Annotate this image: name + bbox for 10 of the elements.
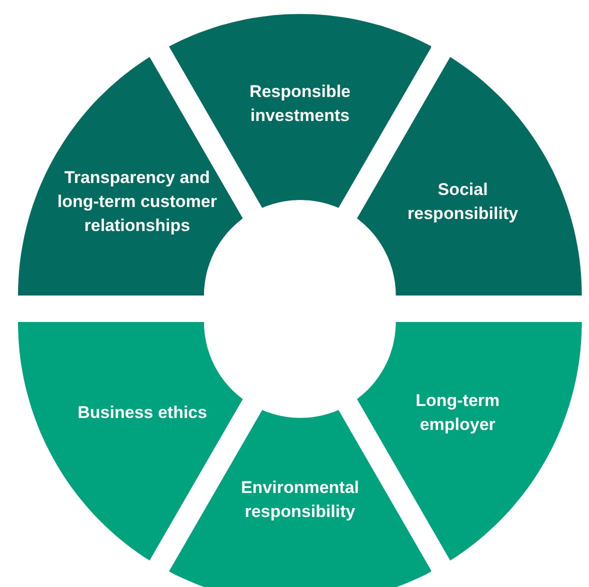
segment-label: Responsible investments: [248, 81, 352, 127]
segment-label: Environmental responsibility: [240, 476, 360, 523]
segment-label: Business ethics: [76, 402, 208, 424]
segment: [357, 57, 582, 296]
segment: [357, 322, 582, 561]
segment-label: Long-term employer: [414, 390, 501, 436]
segment-label: Social responsibility: [406, 178, 520, 225]
segment: [18, 322, 243, 561]
segment: [18, 57, 243, 296]
segment-label: Transparency and long-term customer relationships: [56, 166, 218, 237]
